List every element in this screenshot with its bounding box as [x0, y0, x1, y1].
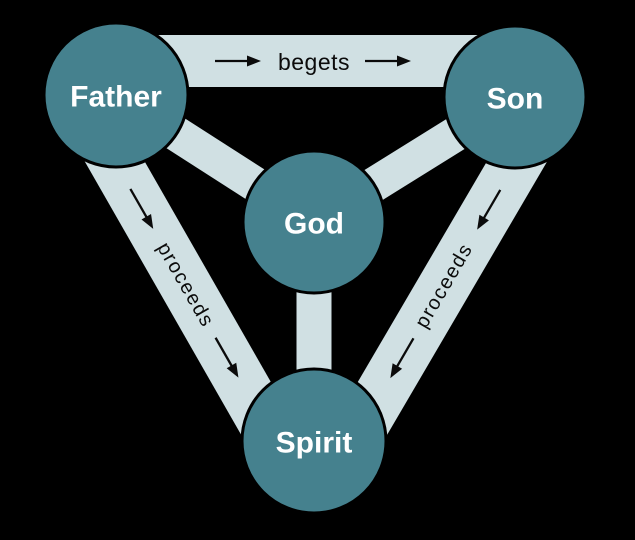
- arrow-down-left-icon: [477, 189, 502, 230]
- arrow-right-icon: [365, 55, 411, 67]
- edge-arrows: [129, 55, 502, 379]
- node-father-circle: [42, 21, 190, 169]
- arrow-down-left-icon: [390, 337, 415, 379]
- node-label-spirit: Spirit: [276, 427, 353, 460]
- node-label-father: Father: [70, 81, 162, 114]
- node-god-circle: [241, 149, 387, 295]
- band-father-spirit: [63, 99, 307, 471]
- node-label-son: Son: [487, 83, 544, 116]
- arrow-down-right-icon: [129, 188, 154, 229]
- nodes: Father Son God Spirit: [42, 21, 588, 515]
- arrow-right-icon: [215, 55, 261, 67]
- node-son-circle: [442, 24, 588, 170]
- node-label-god: God: [284, 208, 344, 241]
- band-son-spirit: [320, 100, 568, 472]
- edge-label-begets: begets: [278, 49, 350, 75]
- node-spirit-circle: [240, 367, 388, 515]
- arrow-down-right-icon: [214, 337, 239, 378]
